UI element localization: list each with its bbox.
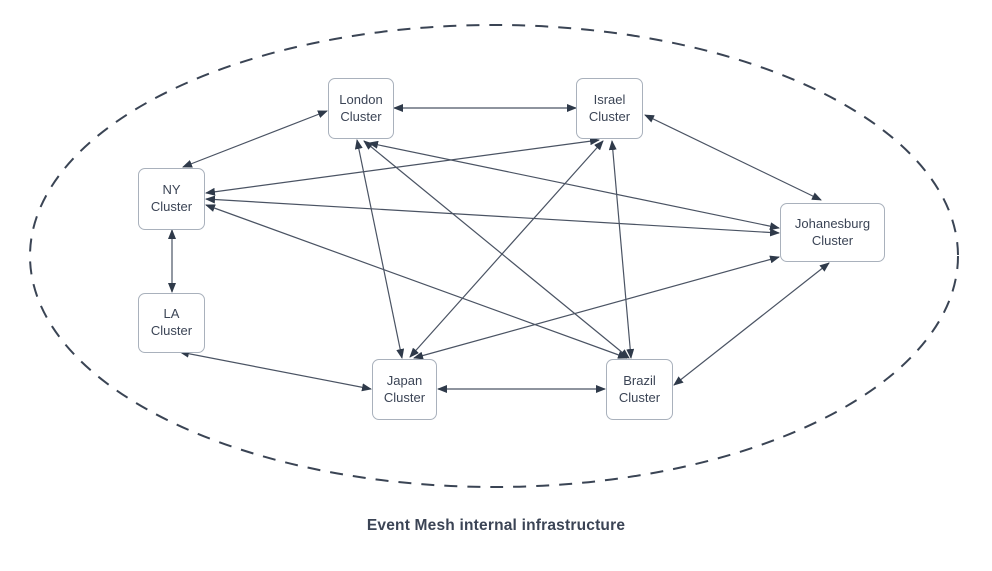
cluster-node-la: LA Cluster (138, 293, 205, 353)
edge-israel-japan (409, 140, 604, 358)
edge-ny-johanesburg (205, 195, 780, 237)
edge-london-johanesburg (368, 140, 780, 231)
edge-israel-johanesburg (644, 114, 822, 201)
edge-ny-brazil (205, 204, 628, 359)
edge-israel-ny (205, 137, 600, 196)
cluster-node-japan: Japan Cluster (372, 359, 437, 420)
cluster-node-brazil: Brazil Cluster (606, 359, 673, 420)
diagram-title: Event Mesh internal infrastructure (366, 517, 626, 534)
edge-london-japan (354, 139, 405, 359)
edge-ny-london (182, 110, 328, 168)
cluster-node-london: London Cluster (328, 78, 394, 139)
cluster-node-israel: Israel Cluster (576, 78, 643, 139)
edge-israel-brazil (608, 140, 635, 359)
edge-layer (168, 104, 830, 393)
edge-brazil-johanesburg (673, 262, 830, 386)
boundary-dashed-ellipse (29, 24, 959, 488)
edge-japan-johanesburg (413, 255, 780, 360)
edge-la-japan (179, 349, 372, 392)
edge-london-brazil (363, 140, 630, 359)
cluster-node-johanesburg: Johanesburg Cluster (780, 203, 885, 262)
cluster-node-ny: NY Cluster (138, 168, 205, 230)
